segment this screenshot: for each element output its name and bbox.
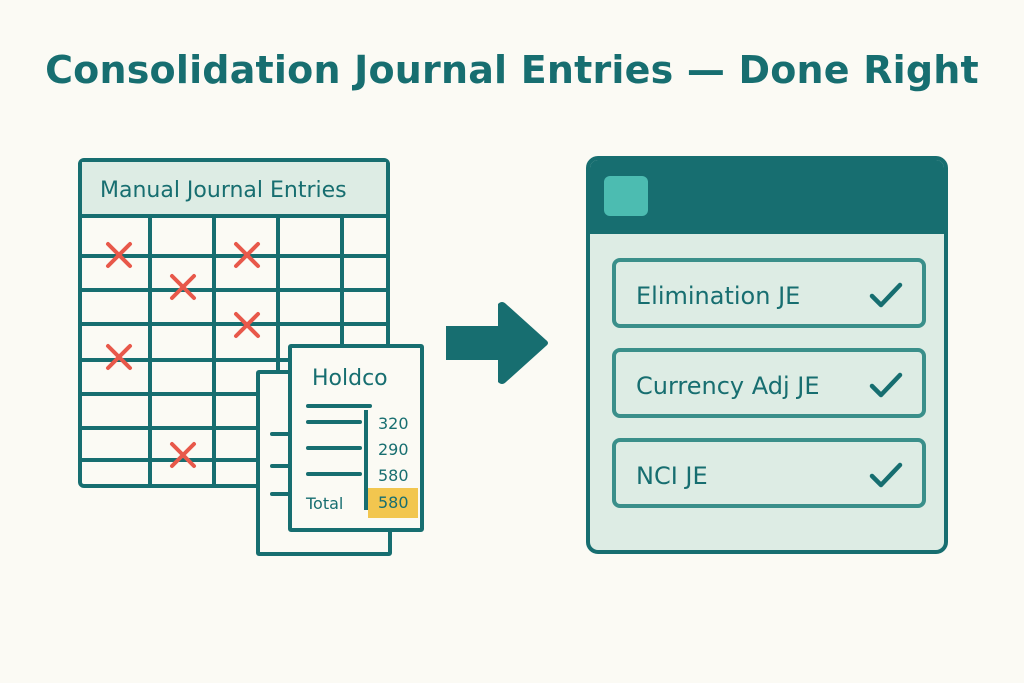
- doc-line: [270, 464, 294, 468]
- holdco-total-label: Total: [306, 494, 344, 513]
- app-icon: [604, 176, 648, 216]
- holdco-document: Holdco 320 290 580 Total 580: [288, 344, 424, 532]
- x-mark-icon: [234, 242, 260, 268]
- grid-line: [82, 254, 386, 258]
- entry-label: NCI JE: [636, 462, 708, 490]
- doc-line: [306, 446, 362, 450]
- holdco-value: 290: [378, 440, 409, 459]
- holdco-value: 580: [378, 466, 409, 485]
- doc-line: [270, 432, 294, 436]
- grid-line: [82, 458, 386, 462]
- right-arrow-icon: [446, 302, 548, 384]
- entry-nci-je[interactable]: NCI JE: [612, 438, 926, 508]
- entry-label: Currency Adj JE: [636, 372, 820, 400]
- sheet-title: Manual Journal Entries: [100, 178, 347, 203]
- grid-line: [276, 218, 280, 484]
- automated-entries-panel: Elimination JE Currency Adj JE NCI JE: [586, 156, 948, 554]
- doc-line: [306, 404, 372, 408]
- grid-line: [212, 218, 216, 484]
- holdco-total-value: 580: [368, 488, 418, 518]
- check-icon: [869, 372, 903, 398]
- sheet-header: Manual Journal Entries: [82, 162, 386, 218]
- grid-line: [82, 288, 386, 292]
- x-mark-icon: [234, 312, 260, 338]
- entry-currency-adj-je[interactable]: Currency Adj JE: [612, 348, 926, 418]
- grid-line: [82, 358, 386, 362]
- panel-header: [590, 160, 944, 234]
- doc-line: [306, 420, 362, 424]
- page-title: Consolidation Journal Entries — Done Rig…: [45, 48, 979, 92]
- x-mark-icon: [170, 442, 196, 468]
- doc-line: [270, 492, 294, 496]
- x-mark-icon: [106, 242, 132, 268]
- x-mark-icon: [106, 344, 132, 370]
- holdco-value: 320: [378, 414, 409, 433]
- entry-elimination-je[interactable]: Elimination JE: [612, 258, 926, 328]
- manual-journal-sheet: Manual Journal Entries: [78, 158, 390, 488]
- check-icon: [869, 462, 903, 488]
- holdco-title: Holdco: [312, 366, 388, 391]
- entry-label: Elimination JE: [636, 282, 801, 310]
- doc-column-divider: [364, 410, 368, 510]
- x-mark-icon: [170, 274, 196, 300]
- grid-line: [82, 392, 386, 396]
- grid-line: [148, 218, 152, 484]
- check-icon: [869, 282, 903, 308]
- grid-line: [82, 426, 386, 430]
- doc-line: [306, 472, 362, 476]
- grid-line: [82, 322, 386, 326]
